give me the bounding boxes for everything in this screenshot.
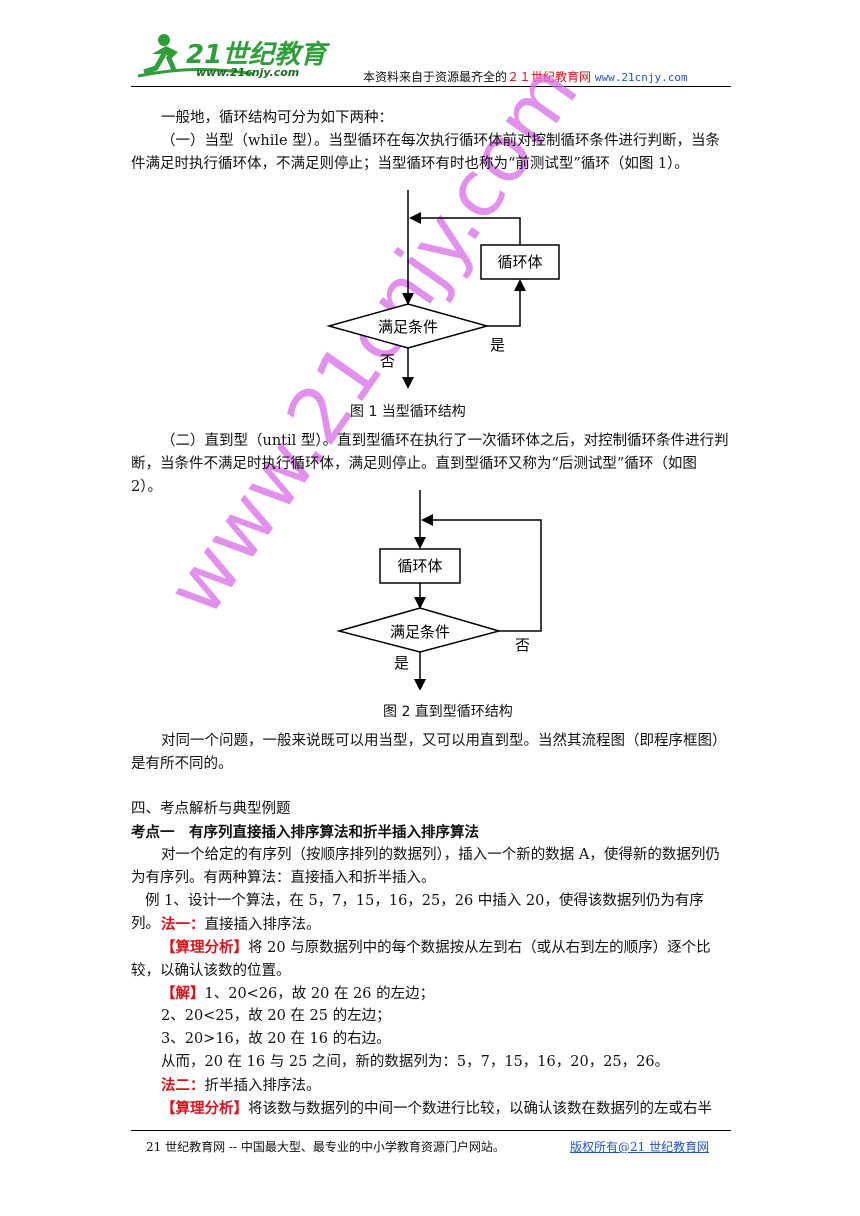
logo-figure-icon — [137, 34, 255, 78]
header-source-url[interactable]: www.21cnjy.com — [594, 71, 688, 84]
fig1-no-label: 否 — [380, 352, 395, 370]
logo-text: 21世纪教育 — [186, 40, 327, 70]
figure2-flowchart: 循环体 满足条件 否 是 — [336, 490, 542, 690]
example1: 例 1、设计一个算法，在 5，7，15，16，25，26 中插入 20，使得该数… — [131, 893, 704, 932]
solution-step1: 【解】1、20<26，故 20 在 26 的左边； — [131, 982, 731, 1006]
logo-url: www.21cnjy.com — [196, 66, 300, 79]
type2-paragraph: （二）直到型（until 型）。直到型循环在执行了一次循环体之后，对控制循环条件… — [131, 433, 729, 495]
fig2-yes-label: 是 — [394, 654, 409, 672]
fig2-loop-body-label: 循环体 — [397, 557, 442, 575]
analysis1-text: 将 20 与原数据列中的每个数据按从左到右（或从右到左的顺序）逐个比较，以确认该… — [131, 940, 711, 979]
analysis2-paragraph: 【算理分析】将该数与数据列的中间一个数进行比较，以确认该数在数据列的左或右半 — [131, 1097, 731, 1121]
footer-copyright-link[interactable]: 版权所有@21 世纪教育网 — [570, 1140, 710, 1154]
analysis1-paragraph: 【算理分析】将 20 与原数据列中的每个数据按从左到右（或从右到左的顺序）逐个比… — [131, 936, 731, 983]
analysis1-label: 【算理分析】 — [161, 939, 248, 956]
method2-line: 法二：折半插入排序法。 — [131, 1074, 731, 1098]
solution-step2: 2、20<25，故 20 在 25 的左边； — [161, 1008, 391, 1024]
footer-rule — [131, 1130, 731, 1131]
fig1-yes-label: 是 — [490, 336, 505, 354]
fig1-return-arrow — [409, 212, 521, 245]
fig2-no-return-arrow — [421, 514, 542, 632]
fig2-caption: 图 2 直到型循环结构 — [383, 704, 513, 720]
analysis2-label: 【算理分析】 — [161, 1100, 248, 1117]
fig2-no-label: 否 — [515, 636, 530, 654]
fig1-yes-arrow — [487, 279, 526, 327]
kp1-description: 对一个给定的有序列（按顺序排列的数据列），插入一个新的数据 A，使得新的数据列仍… — [131, 847, 720, 886]
conclusion: 从而，20 在 16 与 25 之间，新的数据列为：5，7，15，16，20，2… — [161, 1054, 670, 1070]
method1-label: 法一： — [161, 916, 205, 933]
intro-paragraph: 一般地，循环结构可分为如下两种： — [161, 110, 393, 126]
kp1-heading: 考点一 有序列直接插入排序算法和折半插入排序算法 — [131, 824, 479, 841]
site-logo: 21世纪教育 www.21cnjy.com — [134, 28, 334, 84]
method1-text: 直接插入排序法。 — [204, 917, 321, 933]
fig1-condition-label: 满足条件 — [378, 318, 438, 336]
method1-line: 法一：直接插入排序法。 — [131, 913, 731, 937]
section4-heading: 四、考点解析与典型例题 — [131, 801, 291, 817]
method2-text: 折半插入排序法。 — [204, 1078, 321, 1094]
header-source: 本资料来自于资源最齐全的２１世纪教育网 www.21cnjy.com — [363, 68, 688, 85]
header-source-prefix: 本资料来自于资源最齐全的 — [363, 70, 508, 84]
compare-paragraph: 对同一个问题，一般来说既可以用当型，又可以用直到型。当然其流程图（即程序框图）是… — [131, 733, 727, 772]
header-rule — [131, 86, 731, 87]
solution-step3: 3、20>16，故 20 在 16 的右边。 — [161, 1031, 391, 1047]
fig2-condition-label: 满足条件 — [390, 623, 450, 641]
solution-label: 【解】 — [161, 985, 205, 1002]
fig1-caption: 图 1 当型循环结构 — [350, 404, 466, 420]
fig2-loop-body-box — [379, 548, 461, 584]
method2-label: 法二： — [161, 1077, 205, 1094]
solution-step1-text: 1、20<26，故 20 在 26 的左边； — [204, 986, 435, 1002]
figure1-flowchart: 满足条件 循环体 是 否 — [326, 190, 560, 389]
footer-left: 21 世纪教育网 -- 中国最大型、最专业的中小学教育资源门户网站。 — [146, 1140, 505, 1154]
analysis2-text: 将该数与数据列的中间一个数进行比较，以确认该数在数据列的左或右半 — [248, 1101, 712, 1117]
header-source-site[interactable]: ２１世纪教育网 — [507, 70, 592, 84]
type1-paragraph: （一）当型（while 型）。当型循环在每次执行循环体前对控制循环条件进行判断，… — [131, 133, 720, 172]
fig1-loop-body-label: 循环体 — [497, 253, 542, 271]
